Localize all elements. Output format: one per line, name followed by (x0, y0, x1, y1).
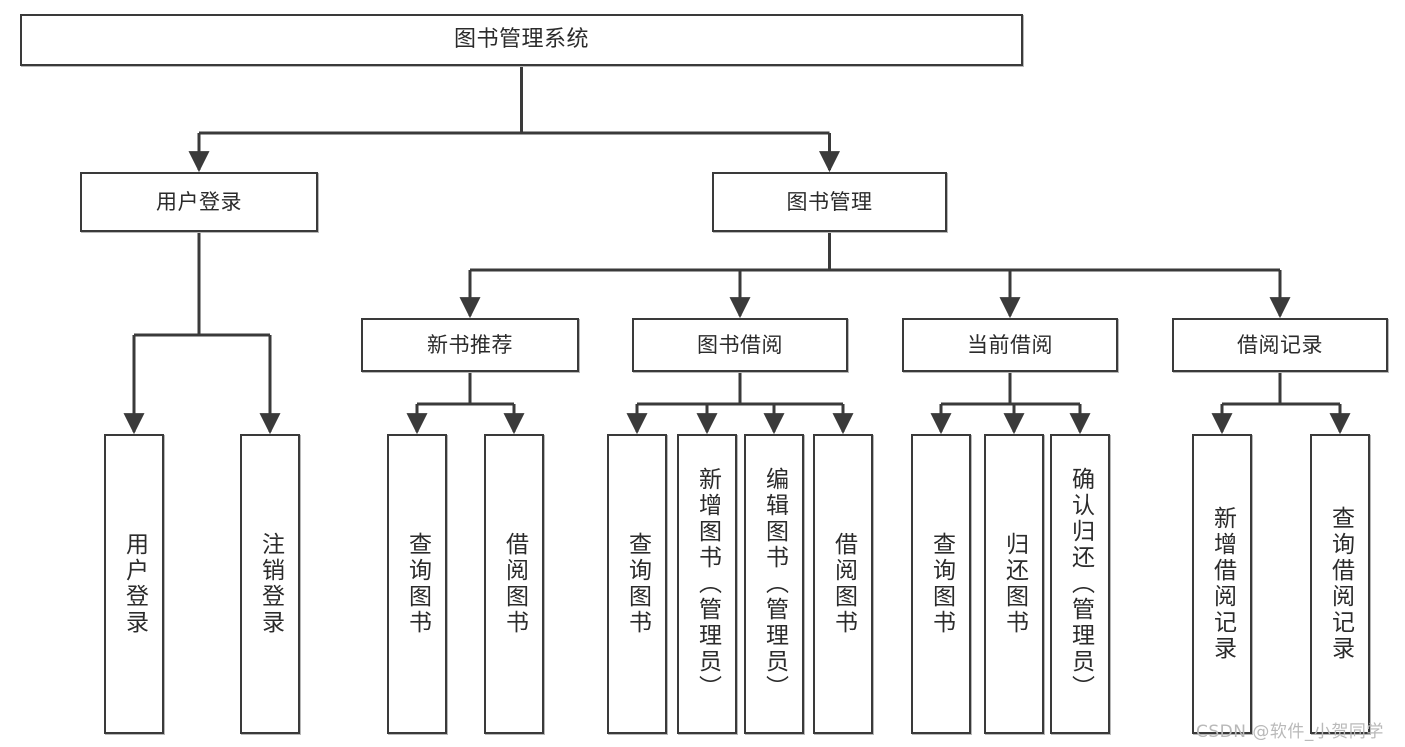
leaf-user-login-label: 用户登录 (121, 532, 148, 636)
leaf-borrow-add-book[interactable]: 新增图书（管理员） (677, 434, 737, 734)
leaf-current-query-book-label: 查询图书 (928, 532, 955, 636)
node-new-book-recommend-label: 新书推荐 (427, 332, 513, 357)
node-new-book-recommend[interactable]: 新书推荐 (361, 318, 579, 372)
leaf-borrow-borrow-book-label: 借阅图书 (830, 532, 857, 636)
leaf-newbook-borrow-book[interactable]: 借阅图书 (484, 434, 544, 734)
node-current-borrow[interactable]: 当前借阅 (902, 318, 1118, 372)
node-borrow-record-label: 借阅记录 (1237, 332, 1323, 357)
node-user-login-module-label: 用户登录 (156, 189, 242, 214)
leaf-newbook-borrow-book-label: 借阅图书 (501, 532, 528, 636)
leaf-current-confirm-return-label: 确认归还（管理员） (1067, 467, 1094, 701)
leaf-record-add-record[interactable]: 新增借阅记录 (1192, 434, 1252, 734)
leaf-current-confirm-return[interactable]: 确认归还（管理员） (1050, 434, 1110, 734)
leaf-borrow-query-book[interactable]: 查询图书 (607, 434, 667, 734)
leaf-current-return-book-label: 归还图书 (1001, 532, 1028, 636)
leaf-record-add-record-label: 新增借阅记录 (1209, 506, 1236, 662)
node-current-borrow-label: 当前借阅 (967, 332, 1053, 357)
leaf-borrow-add-book-label: 新增图书（管理员） (694, 467, 721, 701)
node-borrow-record[interactable]: 借阅记录 (1172, 318, 1388, 372)
leaf-record-query-record-label: 查询借阅记录 (1327, 506, 1354, 662)
leaf-borrow-edit-book-label: 编辑图书（管理员） (761, 467, 788, 701)
leaf-newbook-query-book-label: 查询图书 (404, 532, 431, 636)
node-user-login-module[interactable]: 用户登录 (80, 172, 318, 232)
node-book-management-module-label: 图书管理 (786, 189, 873, 214)
csdn-watermark: CSDN @软件_小贺同学 (1196, 722, 1384, 742)
leaf-borrow-query-book-label: 查询图书 (624, 532, 651, 636)
leaf-current-return-book[interactable]: 归还图书 (984, 434, 1044, 734)
node-root-label: 图书管理系统 (453, 27, 589, 53)
node-root[interactable]: 图书管理系统 (20, 14, 1023, 66)
leaf-borrow-borrow-book[interactable]: 借阅图书 (813, 434, 873, 734)
leaf-record-query-record[interactable]: 查询借阅记录 (1310, 434, 1370, 734)
leaf-user-logout-label: 注销登录 (257, 532, 284, 636)
leaf-user-logout[interactable]: 注销登录 (240, 434, 300, 734)
node-book-management-module[interactable]: 图书管理 (712, 172, 947, 232)
leaf-borrow-edit-book[interactable]: 编辑图书（管理员） (744, 434, 804, 734)
node-book-borrow-label: 图书借阅 (697, 332, 783, 357)
node-book-borrow[interactable]: 图书借阅 (632, 318, 848, 372)
leaf-current-query-book[interactable]: 查询图书 (911, 434, 971, 734)
leaf-user-login[interactable]: 用户登录 (104, 434, 164, 734)
leaf-newbook-query-book[interactable]: 查询图书 (387, 434, 447, 734)
